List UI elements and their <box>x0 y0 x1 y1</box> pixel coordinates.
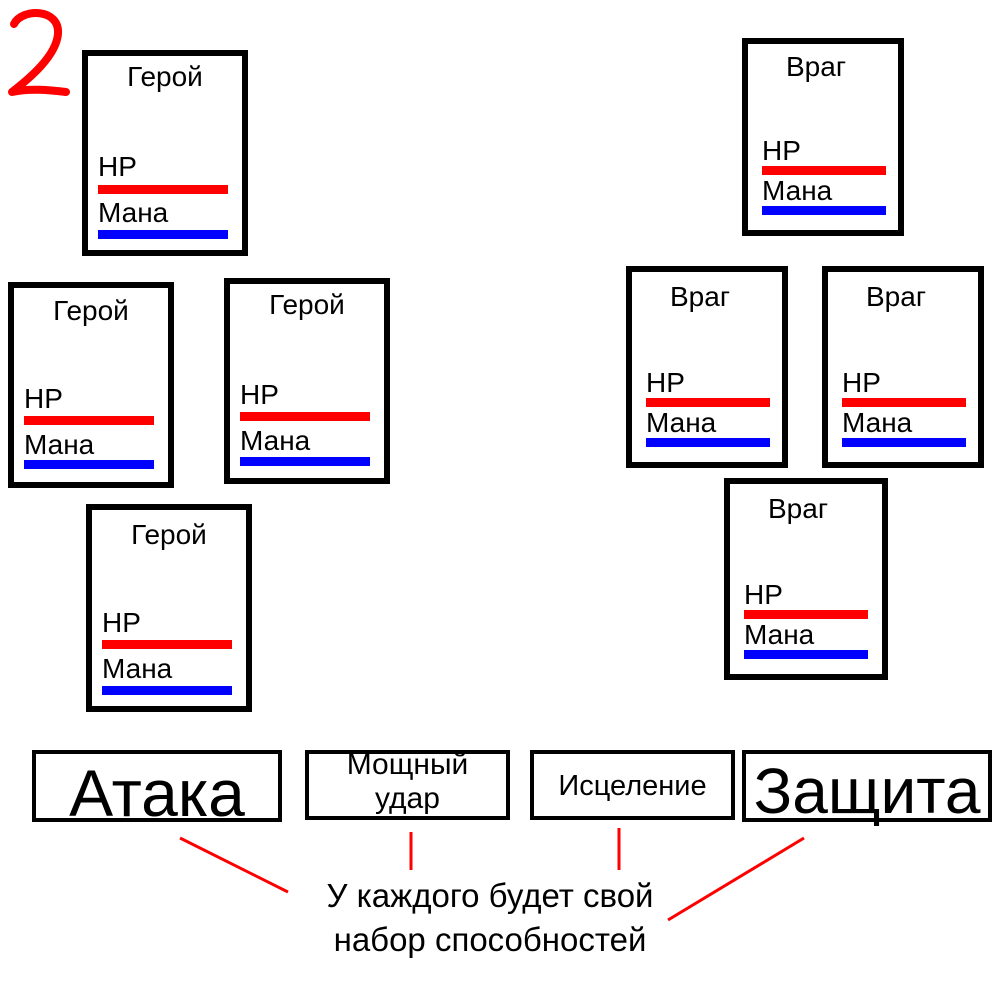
annotation-line-defense <box>667 836 805 922</box>
enemy-name: Враг <box>786 51 847 82</box>
enemy-card-4[interactable]: Враг HP Мана <box>724 478 888 680</box>
hp-bar <box>102 640 232 649</box>
enemy-name: Враг <box>866 281 927 312</box>
mana-bar <box>744 650 868 659</box>
hp-label: HP <box>102 607 141 638</box>
mana-bar <box>842 438 966 447</box>
mana-label: Мана <box>98 197 169 228</box>
mana-bar <box>98 230 228 239</box>
note-line-2: набор способностей <box>333 921 647 958</box>
hero-card-1[interactable]: Герой HP Мана <box>82 50 248 256</box>
mana-label: Мана <box>646 407 717 438</box>
page-number-mark <box>8 9 70 96</box>
power-strike-label-line2: удар <box>375 782 440 815</box>
annotation-line-attack <box>179 836 289 894</box>
power-strike-label-line1: Мощный <box>346 748 469 781</box>
hp-label: HP <box>744 579 783 610</box>
hp-label: HP <box>842 367 881 398</box>
hp-bar <box>762 166 886 175</box>
mana-label: Мана <box>102 653 173 684</box>
hp-bar <box>24 416 154 425</box>
hero-card-2[interactable]: Герой HP Мана <box>8 282 174 488</box>
hero-card-3[interactable]: Герой HP Мана <box>224 278 390 484</box>
mana-bar <box>240 457 370 466</box>
mana-label: Мана <box>842 407 913 438</box>
enemy-name: Враг <box>768 493 829 524</box>
defense-button[interactable]: Защита <box>742 750 992 826</box>
hero-name: Герой <box>53 295 129 326</box>
mana-bar <box>646 438 770 447</box>
hp-bar <box>646 398 770 407</box>
hp-label: HP <box>24 383 63 414</box>
hero-name: Герой <box>127 61 203 92</box>
hero-name: Герой <box>269 289 345 320</box>
enemy-card-2[interactable]: Враг HP Мана <box>626 266 788 468</box>
enemy-card-1[interactable]: Враг HP Мана <box>742 38 904 236</box>
mana-bar <box>102 686 232 695</box>
attack-label: Атака <box>69 756 245 830</box>
abilities-note: У каждого будет свой набор способностей <box>290 874 690 962</box>
hp-bar <box>98 185 228 194</box>
mana-bar <box>24 460 154 469</box>
hero-name: Герой <box>131 519 207 550</box>
hp-label: HP <box>98 151 137 182</box>
mana-label: Мана <box>24 429 95 460</box>
hero-card-4[interactable]: Герой HP Мана <box>86 504 252 712</box>
mana-label: Мана <box>762 175 833 206</box>
hp-label: HP <box>646 367 685 398</box>
power-strike-button[interactable]: Мощный удар <box>305 748 510 820</box>
hp-label: HP <box>762 135 801 166</box>
mana-bar <box>762 206 886 215</box>
mana-label: Мана <box>744 619 815 650</box>
attack-button[interactable]: Атака <box>32 750 282 830</box>
hp-bar <box>744 610 868 619</box>
hp-bar <box>842 398 966 407</box>
hp-label: HP <box>240 379 279 410</box>
enemy-name: Враг <box>670 281 731 312</box>
enemy-card-3[interactable]: Враг HP Мана <box>822 266 984 468</box>
defense-label: Защита <box>753 755 981 827</box>
hp-bar <box>240 412 370 421</box>
mana-label: Мана <box>240 425 311 456</box>
heal-button[interactable]: Исцеление <box>530 750 735 820</box>
note-line-1: У каждого будет свой <box>326 877 654 914</box>
heal-label: Исцеление <box>558 770 707 802</box>
